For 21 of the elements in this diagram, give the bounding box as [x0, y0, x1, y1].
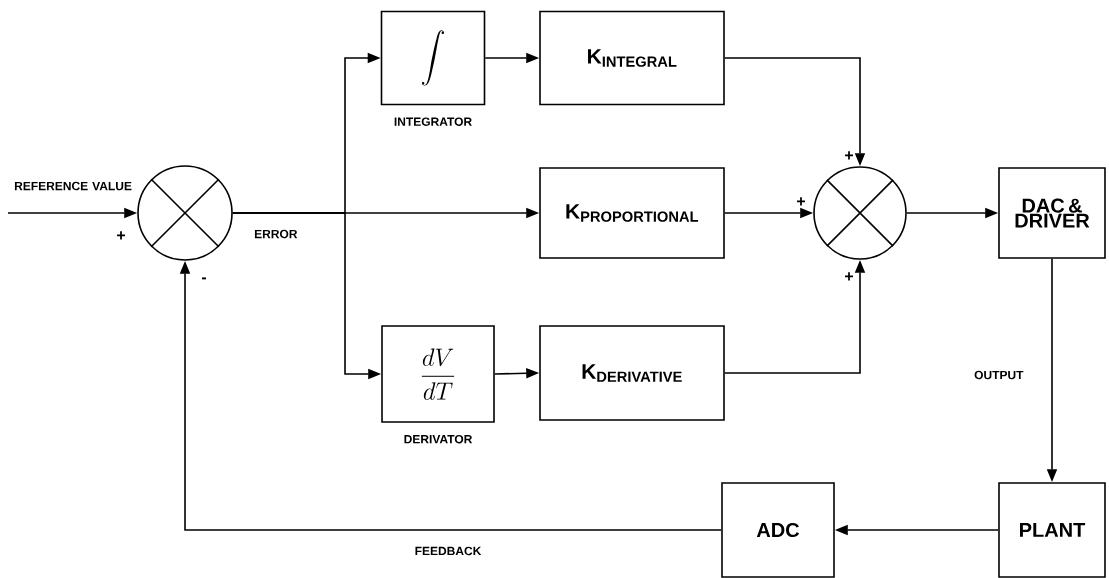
block: $\frac{dV}{dT}$: [381, 325, 495, 423]
block: $\int$: [380, 10, 486, 106]
block: DAC & DRIVER: [998, 167, 1106, 259]
sign-label: +: [845, 151, 853, 160]
block: PLANT: [998, 482, 1106, 578]
summing-junction: [813, 166, 907, 260]
sign-label: +: [117, 231, 126, 240]
block-caption: DERIVATOR: [404, 434, 473, 444]
sign-label: +: [797, 197, 805, 206]
block: $\textbf{K}_{\textbf{DERIVATIVE}}$: [539, 325, 725, 421]
block-caption: INTEGRATOR: [394, 117, 472, 126]
edge-label: REFERENCE VALUE: [14, 181, 132, 191]
summing-junction: [137, 165, 233, 261]
edge-label: ERROR: [254, 229, 298, 239]
block: $\textbf{K}_{\textbf{PROPORTIONAL}}$: [539, 167, 725, 259]
sign-label: +: [845, 272, 853, 281]
edge-label: OUTPUT: [974, 370, 1024, 380]
block: $\textbf{K}_{\textbf{INTEGRAL}}$: [539, 10, 725, 106]
block: ADC: [721, 482, 835, 578]
edge-label: FEEDBACK: [415, 546, 482, 556]
sign-label: -: [201, 277, 207, 280]
